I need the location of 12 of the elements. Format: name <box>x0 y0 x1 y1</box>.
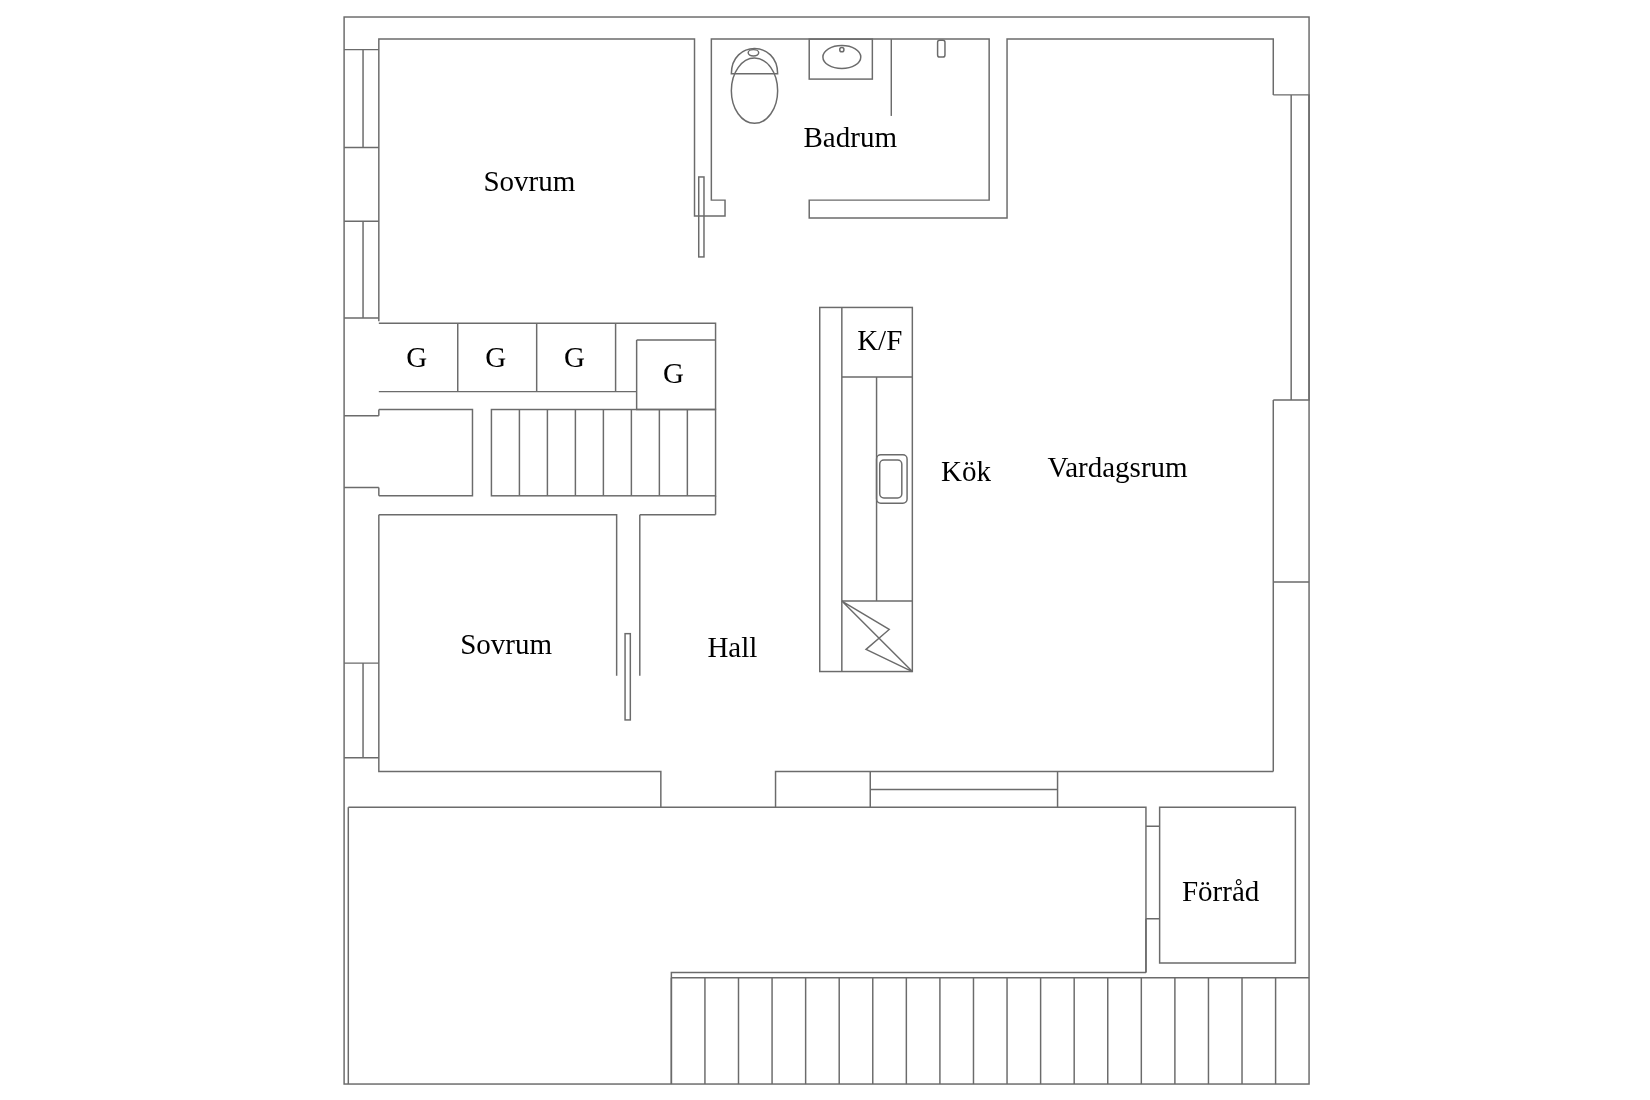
room-label: Badrum <box>803 122 897 152</box>
room-label: Sovrum <box>483 166 576 196</box>
room-label: G <box>406 342 428 372</box>
room-label: G <box>663 358 684 387</box>
room-label: Vardagsrum <box>1047 452 1188 482</box>
room-label: Kök <box>941 456 991 486</box>
room-label: Sovrum <box>460 629 553 659</box>
room-label: Förråd <box>1182 876 1260 906</box>
room-label: G <box>485 342 507 372</box>
room-label: Hall <box>707 632 758 662</box>
room-label: K/F <box>857 325 903 355</box>
room-label: G <box>564 342 585 372</box>
